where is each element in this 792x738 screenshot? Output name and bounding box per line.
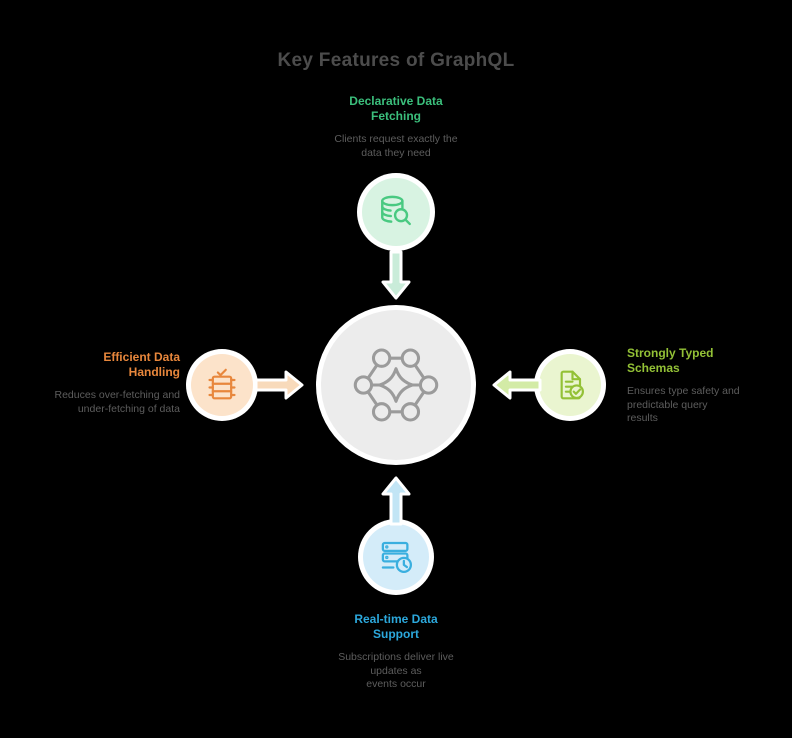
right-node-text: Strongly Typed Schemas Ensures type safe… xyxy=(627,346,762,426)
center-hub-circle xyxy=(321,310,471,460)
left-node-label: Efficient Data xyxy=(103,350,180,364)
right-node-label: Strongly Typed xyxy=(627,346,714,360)
bottom-node-circle xyxy=(363,524,429,590)
arrow-up xyxy=(381,476,411,526)
bottom-node-text: Real-time Data Support Subscriptions del… xyxy=(316,612,476,692)
arrow-down xyxy=(381,250,411,300)
right-node-circle xyxy=(539,354,601,416)
top-node-label: Declarative Data xyxy=(349,94,443,108)
left-node-text: Efficient Data Handling Reduces over-fet… xyxy=(40,350,181,416)
left-node-label: Handling xyxy=(128,365,180,379)
server-clock-icon xyxy=(381,541,413,574)
database-search-icon xyxy=(381,195,411,226)
arrow-right xyxy=(254,370,304,400)
left-node-description: Reduces over-fetching and under-fetching… xyxy=(54,389,181,415)
top-node-text: Declarative Data Fetching Clients reques… xyxy=(316,94,476,160)
top-node-circle xyxy=(362,178,430,246)
right-node-description: Ensures type safety and predictable quer… xyxy=(627,385,740,424)
left-node-circle xyxy=(191,354,253,416)
top-node-label: Fetching xyxy=(371,109,421,123)
table-check-icon xyxy=(208,368,236,400)
bottom-node-description: Subscriptions deliver live updates as ev… xyxy=(338,651,454,690)
diagram-title: Key Features of GraphQL xyxy=(277,50,515,71)
document-check-icon xyxy=(560,370,584,400)
graph-network-icon xyxy=(353,348,439,422)
right-node-label: Schemas xyxy=(627,361,680,375)
bottom-node-label: Support xyxy=(373,627,419,641)
top-node-description: Clients request exactly the data they ne… xyxy=(334,133,458,159)
bottom-node-label: Real-time Data xyxy=(354,612,438,626)
arrow-left xyxy=(492,370,542,400)
